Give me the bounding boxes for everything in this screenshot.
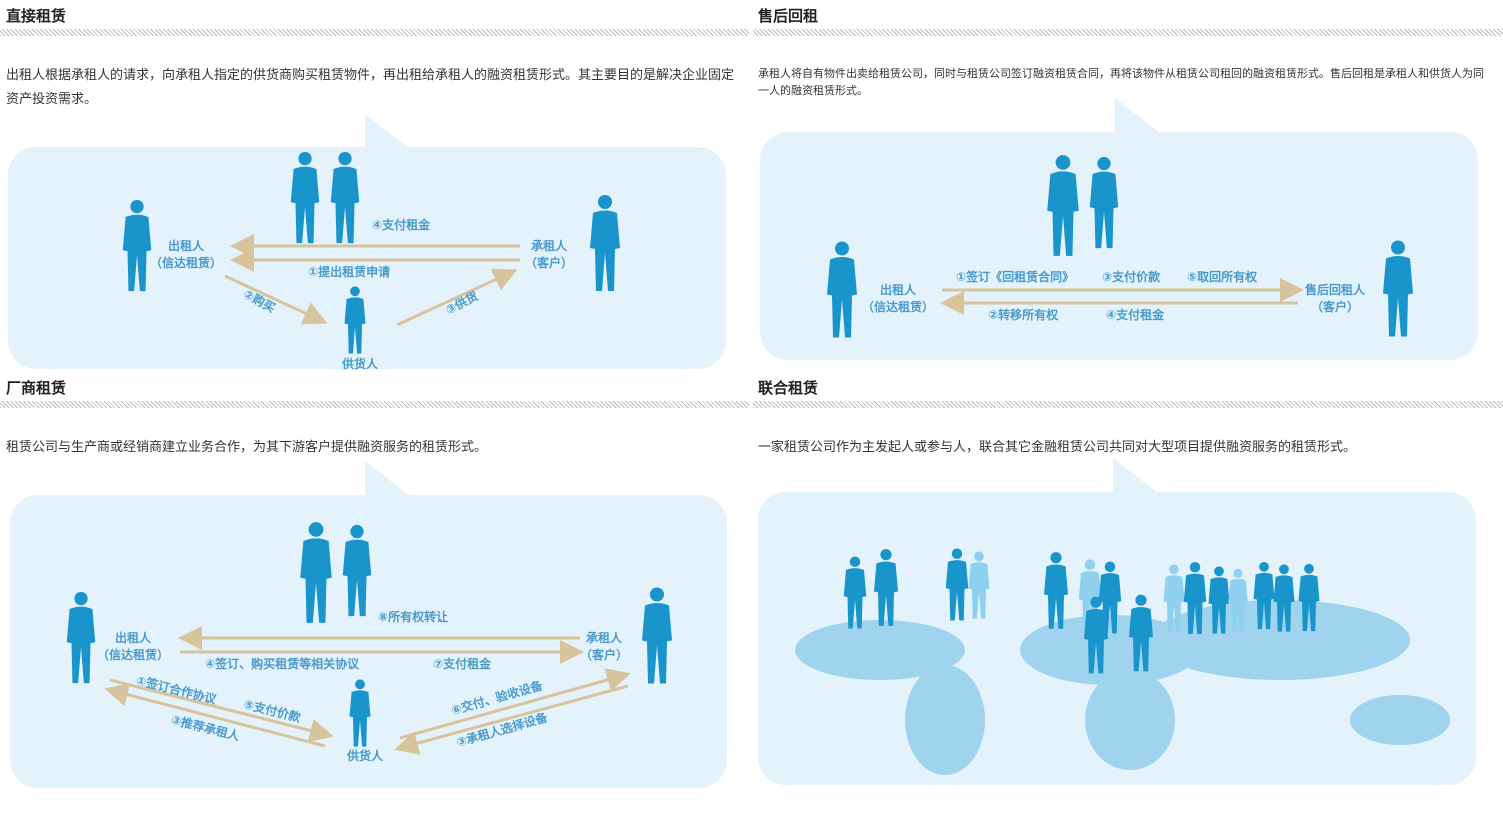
arrow-supply (396, 268, 518, 327)
lessor-label: 出租人（信达租赁） (150, 239, 223, 270)
world-map (795, 600, 1450, 775)
supplier-label: 供货人 (342, 357, 379, 371)
arrow-label: ①签订《回租赁合同》 (956, 270, 1075, 284)
panel-title: 售后回租 (758, 7, 819, 25)
arrow-label: ④支付租金 (372, 218, 431, 232)
arrow-recommend (104, 682, 326, 748)
arrow-label: ③支付价款 (1102, 270, 1161, 284)
handshake-figure (330, 151, 360, 244)
panel-description: 租赁公司与生产商或经销商建立业务合作，为其下游客户提供融资服务的租赁形式。 (6, 440, 488, 455)
lessee-figure (1383, 240, 1413, 337)
lessor-figure (66, 591, 96, 684)
arrow-label: ⑤取回所有权 (1187, 270, 1258, 284)
arrow-label: ②转移所有权 (988, 308, 1059, 322)
arrow-cooperate (109, 678, 334, 743)
divider (0, 401, 749, 408)
arrow-purchase (224, 274, 328, 325)
divider (0, 29, 749, 36)
panel-title: 联合租赁 (758, 379, 819, 397)
handshake-figure (290, 151, 320, 244)
woman-figure (342, 524, 372, 617)
arrow-label: ①提出租赁申请 (308, 265, 391, 279)
man-figure (1047, 155, 1079, 256)
arrow-deliver (399, 668, 631, 740)
supplier-figure (344, 286, 366, 354)
divider (753, 29, 1503, 36)
arrow-label: ④支付租金 (1106, 308, 1165, 322)
panel-description: 出租人根据承租人的请求，向承租人指定的供货商购买租赁物件，再出租给承租人的融资租… (6, 68, 735, 107)
lessor-figure (827, 241, 857, 338)
arrow-label: ⑧所有权转让 (378, 610, 449, 624)
panel-title: 厂商租赁 (6, 379, 67, 397)
woman-figure (1089, 156, 1119, 249)
divider (753, 401, 1503, 408)
panel-title: 直接租赁 (6, 7, 67, 25)
panel-description: 一家租赁公司作为主发起人或参与人，联合其它金融租赁公司共同对大型项目提供融资服务… (758, 440, 1357, 455)
supplier-label: 供货人 (347, 749, 384, 763)
arrow-label: ⑦支付租金 (433, 657, 492, 671)
panel-description: 承租人将自有物件出卖给租赁公司，同时与租赁公司签订融资租赁合同，再将该物件从租赁… (758, 67, 1484, 97)
lessee-label: 承租人（客户） (580, 631, 629, 662)
man-figure (300, 522, 332, 623)
arrow-select (394, 684, 629, 755)
lessor-label: 出租人（信达租赁） (862, 283, 935, 314)
lessee-figure (642, 587, 672, 684)
lessor-figure (122, 199, 152, 292)
lessee-label: 承租人（客户） (525, 239, 574, 270)
lessee-label: 售后回租人（客户） (1305, 283, 1366, 314)
arrow-label: ④签订、购买租赁等相关协议 (205, 657, 360, 671)
lessee-figure (590, 195, 620, 291)
supplier-figure (349, 679, 371, 747)
lessor-label: 出租人（信达租赁） (97, 631, 170, 662)
